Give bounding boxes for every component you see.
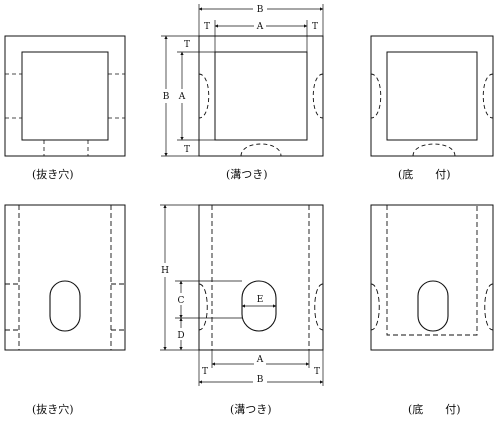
outer-wall (4, 35, 126, 157)
bottom-hidden-lines (370, 73, 494, 157)
label-B-top: B (257, 5, 264, 15)
label-T-left-top: T (184, 40, 190, 50)
caption-groove: (溝つき) (226, 168, 268, 181)
caption-knockout: (抜き穴) (32, 167, 74, 181)
pipe-opening (49, 280, 81, 332)
outer-wall (198, 35, 324, 157)
label-H: H (161, 266, 169, 276)
knockout-elevation-view (4, 204, 126, 351)
label-T-bottom-right: T (314, 367, 320, 377)
view-captions: (抜き穴) (溝つき) (底 付) (抜き穴) (溝つき) (底 付) (32, 167, 461, 416)
bottom-plan-view (370, 35, 494, 157)
label-T-left-bottom: T (184, 145, 190, 155)
outer-wall (370, 35, 494, 157)
caption-bottom-elevation: (底 付) (408, 402, 461, 416)
bottom-elevation-view (370, 204, 494, 351)
label-D: D (177, 331, 184, 341)
knockout-plan-view (4, 35, 126, 157)
knockout-hidden-lines (5, 73, 125, 156)
label-B-bottom: B (257, 375, 264, 385)
groove-elevation-view (198, 204, 324, 351)
label-E: E (257, 295, 264, 305)
pipe-opening (417, 280, 449, 332)
caption-bottom: (底 付) (398, 167, 451, 181)
knockout-hidden-lines (5, 205, 125, 350)
inner-opening (386, 51, 478, 141)
inner-opening (214, 51, 308, 141)
label-T-bottom-left: T (202, 367, 208, 377)
label-B-left: B (163, 92, 170, 102)
inner-opening (21, 51, 109, 141)
label-T-top-left: T (204, 22, 210, 32)
label-A-left: A (178, 92, 186, 102)
caption-knockout-elevation: (抜き穴) (32, 402, 74, 416)
bottom-hidden-lines (370, 205, 494, 336)
groove-hidden-lines (198, 73, 324, 157)
groove-hidden-lines (198, 205, 324, 350)
wall-outline (198, 204, 324, 351)
label-C: C (178, 296, 185, 306)
wall-outline (370, 204, 494, 351)
label-T-top-right: T (312, 22, 318, 32)
label-A-bottom: A (256, 355, 264, 365)
groove-plan-view (198, 35, 324, 157)
caption-groove-elevation: (溝つき) (230, 403, 272, 416)
label-A-top: A (256, 22, 264, 32)
wall-outline (4, 204, 126, 351)
dimension-labels: B A T T B A T T H C D E A T T B (158, 2, 320, 386)
